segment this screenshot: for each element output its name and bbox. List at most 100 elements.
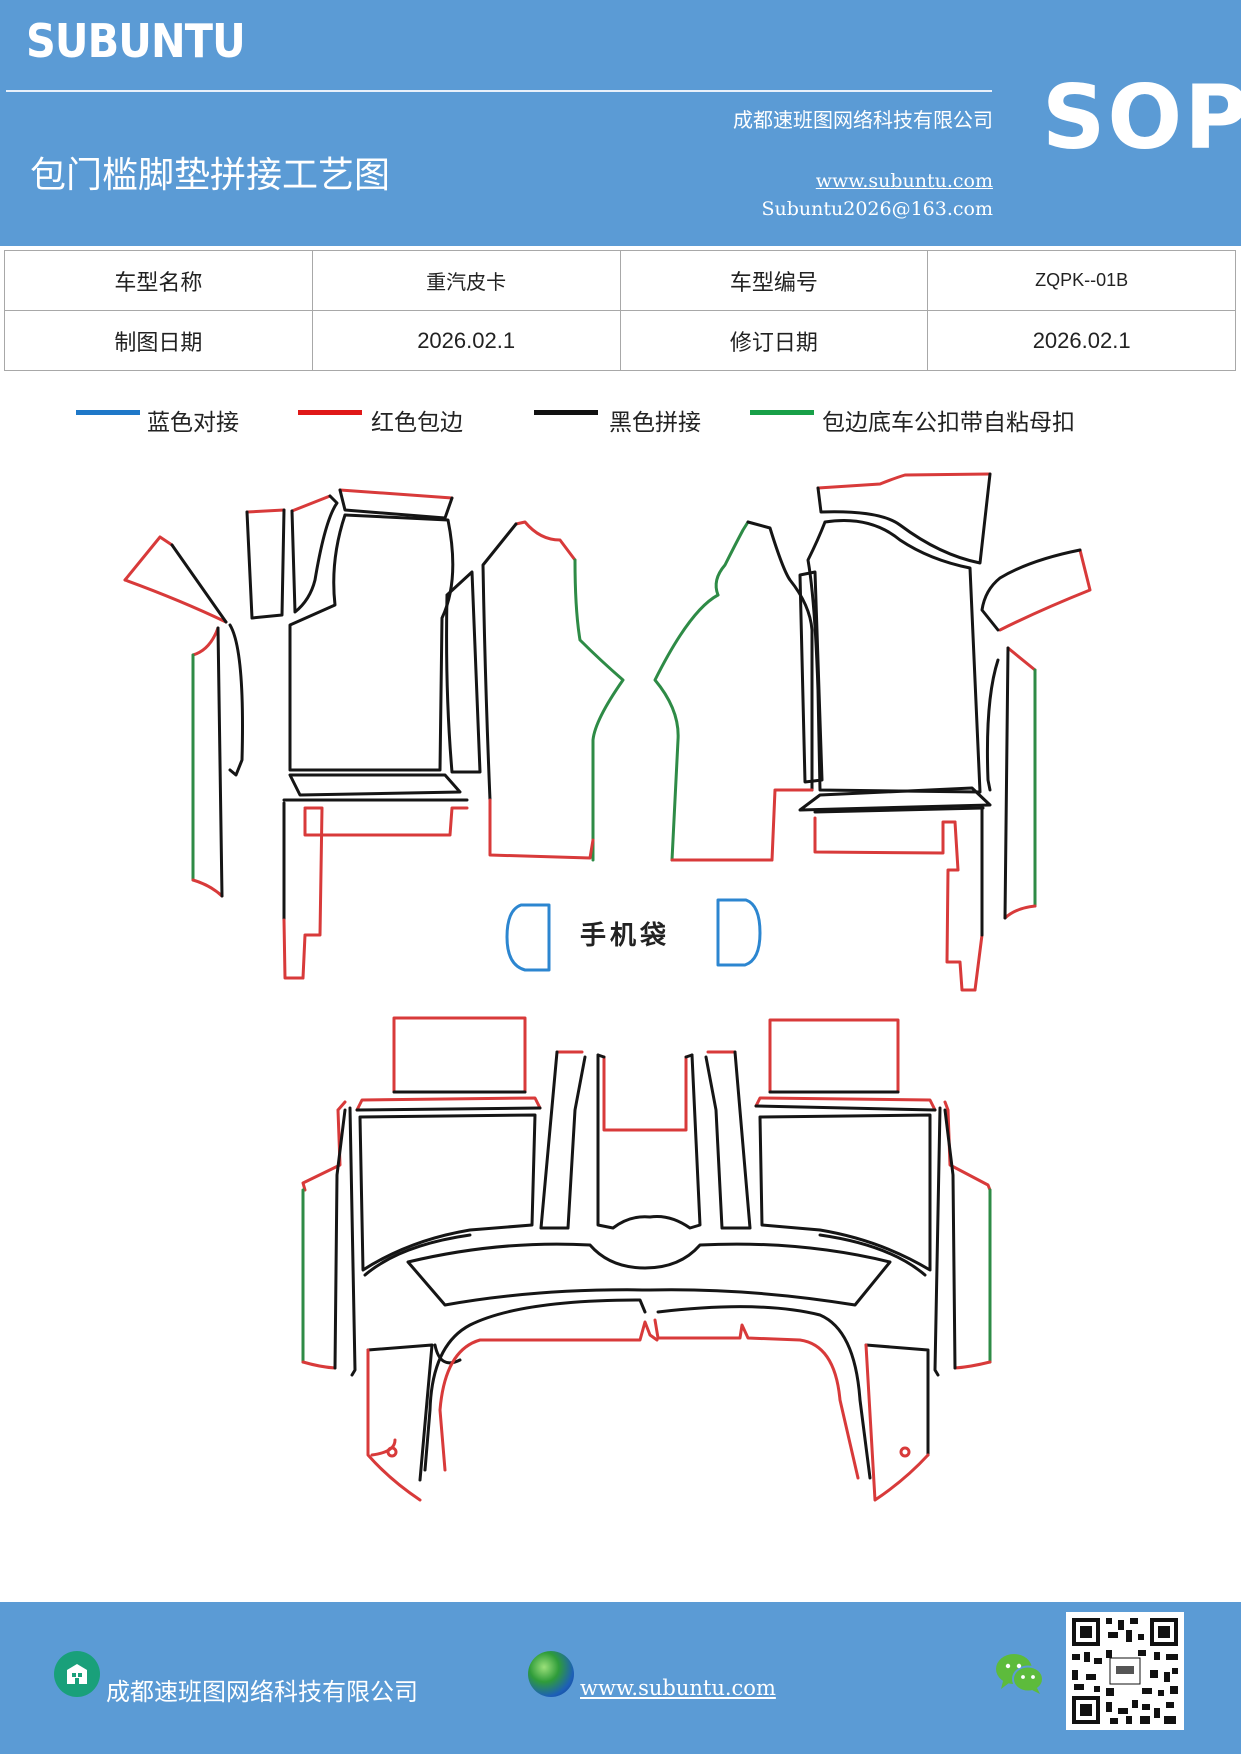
mat-piece — [985, 646, 1010, 920]
model-code-label: 车型编号 — [619, 250, 929, 311]
mat-piece — [1003, 904, 1037, 920]
mat-piece — [406, 1242, 892, 1307]
mat-piece — [596, 1053, 694, 1059]
sop-badge: SOP — [1042, 66, 1241, 169]
mat-piece — [806, 518, 982, 794]
mat-piece — [392, 1016, 527, 1094]
mat-piece — [813, 816, 957, 855]
mat-piece — [656, 1305, 872, 1480]
phone-pocket-left — [505, 903, 551, 972]
mat-piece — [488, 798, 595, 860]
mat-piece — [245, 508, 286, 514]
mat-piece — [816, 472, 992, 565]
draw-date-label: 制图日期 — [4, 310, 313, 371]
mat-piece — [670, 788, 814, 862]
legend-label-blue: 蓝色对接 — [147, 410, 239, 436]
footer-company: 成都速班图网络科技有限公司 — [106, 1678, 418, 1706]
mat-piece — [539, 1050, 587, 1230]
legend-swatch-red — [298, 410, 362, 415]
mat-piece — [423, 1298, 647, 1472]
mat-piece — [945, 820, 984, 992]
mat-piece — [123, 578, 228, 624]
globe-icon — [528, 1651, 574, 1697]
header-divider — [6, 90, 992, 92]
revise-date-value: 2026.02.1 — [927, 310, 1236, 371]
mat-piece — [933, 1106, 957, 1377]
mat-piece — [170, 543, 228, 624]
header-banner — [0, 0, 1241, 246]
legend-label-red: 红色包边 — [371, 410, 463, 436]
mat-piece — [282, 806, 324, 980]
mat-piece — [191, 878, 224, 898]
building-icon — [54, 1651, 100, 1697]
mat-piece — [481, 522, 518, 802]
table-row: 车型名称 重汽皮卡 车型编号 ZQPK--01B — [4, 250, 1236, 311]
legend-label-black: 黑色拼接 — [609, 410, 701, 436]
mat-piece — [714, 520, 750, 597]
mat-piece — [216, 623, 244, 898]
footer-website-link[interactable]: www.subuntu.com — [580, 1676, 776, 1700]
mat-piece — [653, 593, 720, 862]
wechat-icon[interactable] — [994, 1652, 1046, 1696]
mat-piece — [514, 520, 577, 562]
mat-piece — [288, 773, 462, 797]
legend-swatch-black — [534, 410, 598, 415]
mat-hole — [386, 1446, 398, 1458]
mat-piece — [433, 1343, 462, 1365]
qr-code — [1066, 1612, 1184, 1730]
header-email: Subuntu2026@163.com — [761, 198, 993, 220]
mat-piece — [602, 1055, 688, 1132]
mat-piece — [768, 1018, 900, 1094]
mat-piece — [816, 472, 992, 490]
table-row: 制图日期 2026.02.1 修订日期 2026.02.1 — [4, 310, 1236, 371]
mat-piece — [980, 548, 1082, 632]
mat-piece — [998, 548, 1092, 632]
mat-piece — [746, 520, 814, 792]
phone-pocket-label: 手机袋 — [580, 921, 671, 951]
mat-piece — [290, 494, 339, 614]
mat-piece — [358, 1113, 537, 1272]
brand-logo: SUBUNTU — [26, 14, 246, 68]
revise-date-label: 修订日期 — [619, 310, 929, 371]
mat-piece — [754, 1104, 937, 1112]
mat-piece — [333, 1106, 357, 1377]
mat-piece — [191, 626, 220, 657]
draw-date-value: 2026.02.1 — [311, 310, 621, 371]
legend-label-green: 包边底车公扣带自粘母扣 — [822, 410, 1075, 436]
mat-piece — [366, 1348, 422, 1502]
mat-piece — [363, 1233, 927, 1277]
mat-piece — [953, 1360, 992, 1370]
mat-piece — [245, 508, 286, 620]
mat-piece — [445, 570, 482, 774]
mat-hole — [899, 1446, 911, 1458]
page-title: 包门槛脚垫拼接工艺图 — [30, 155, 391, 196]
model-code-value: ZQPK--01B — [927, 250, 1236, 311]
mat-piece — [303, 806, 469, 837]
mat-piece — [596, 1053, 702, 1230]
mat-piece — [798, 786, 992, 812]
mat-piece — [338, 488, 454, 500]
header-website-link[interactable]: www.subuntu.com — [815, 170, 993, 192]
mat-piece — [573, 558, 625, 862]
mat-piece — [813, 806, 985, 814]
header-company: 成都速班图网络科技有限公司 — [733, 108, 993, 132]
mat-piece — [758, 1113, 932, 1272]
mat-piece — [290, 494, 332, 513]
legend-swatch-blue — [76, 410, 140, 415]
mat-piece — [1006, 646, 1037, 672]
mat-piece — [438, 1320, 659, 1472]
model-name-label: 车型名称 — [4, 250, 313, 311]
mat-piece — [798, 570, 824, 784]
phone-pocket-right — [716, 898, 762, 967]
mat-piece — [754, 1096, 937, 1112]
legend-swatch-green — [750, 410, 814, 415]
mat-piece — [355, 1106, 542, 1112]
info-table: 车型名称 重汽皮卡 车型编号 ZQPK--01B 制图日期 2026.02.1 … — [4, 250, 1236, 371]
mat-piece — [301, 1360, 337, 1370]
mat-piece — [366, 1343, 434, 1482]
mat-piece — [864, 1343, 930, 1502]
mat-piece — [704, 1050, 752, 1230]
mat-piece — [338, 488, 454, 520]
mat-piece — [864, 1343, 930, 1457]
